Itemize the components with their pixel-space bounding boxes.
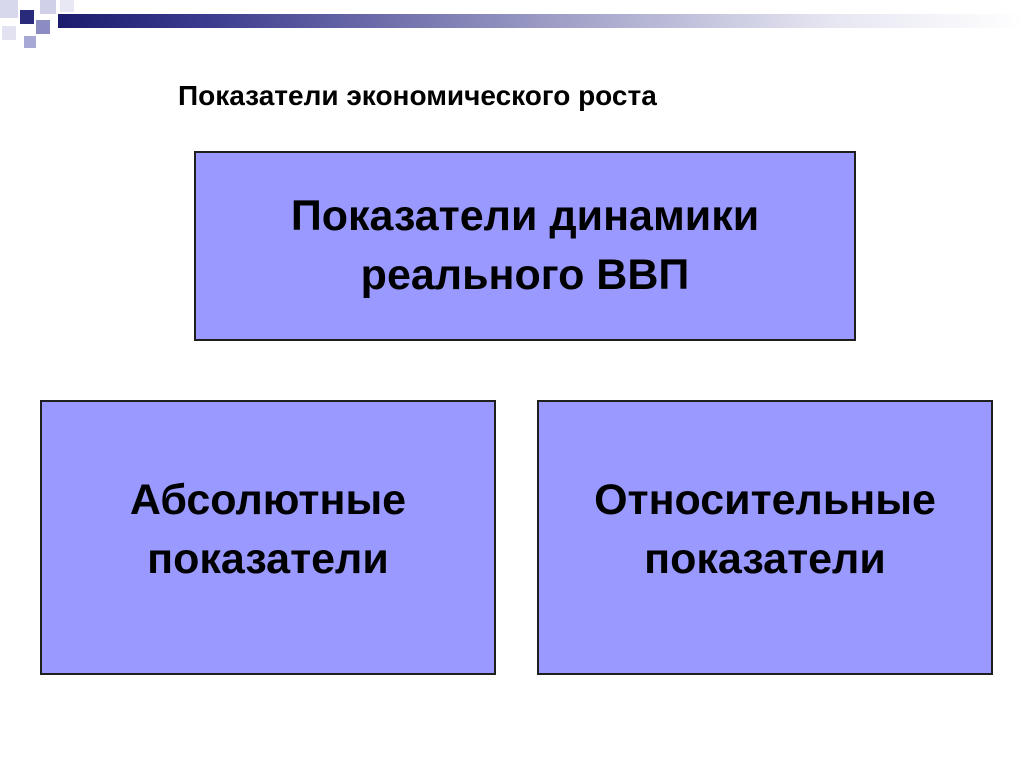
absolute-indicators-label: Абсолютные показатели	[130, 471, 406, 590]
relative-indicators-label: Относительные показатели	[594, 471, 936, 590]
box-label-line: Абсолютные	[129, 475, 407, 524]
slide-title: Показатели экономического роста	[178, 80, 657, 111]
decor-gradient-bar	[58, 14, 1024, 28]
decor-square-light	[2, 26, 16, 40]
box-label-line: показатели	[644, 535, 886, 583]
decor-square-mid	[24, 36, 36, 48]
decor-square-light	[60, 0, 74, 12]
real-gdp-dynamics-box: Показатели динамики реального ВВП	[194, 151, 856, 341]
decor-square-dark	[20, 10, 34, 24]
box-label-line: Относительные	[594, 475, 936, 524]
box-label-line: реального ВВП	[360, 251, 690, 299]
relative-indicators-box: Относительные показатели	[537, 400, 993, 675]
real-gdp-dynamics-label: Показатели динамики реального ВВП	[291, 187, 759, 306]
decor-square-mid	[36, 20, 50, 34]
absolute-indicators-box: Абсолютные показатели	[40, 400, 496, 675]
decor-square-light	[0, 0, 18, 18]
box-label-line: показатели	[147, 535, 389, 583]
box-label-line: Показатели динамики	[290, 191, 760, 240]
decor-square-light	[40, 0, 56, 14]
